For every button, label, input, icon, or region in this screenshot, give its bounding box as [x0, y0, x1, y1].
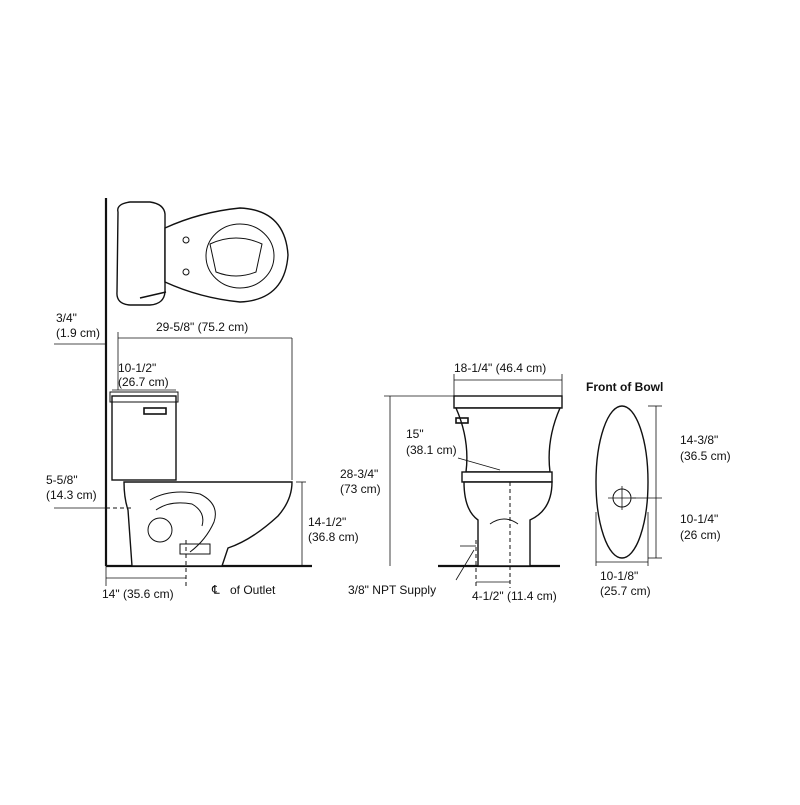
bowl-water-area [209, 237, 263, 277]
tank-top-outline [116, 201, 166, 306]
bowl-front-outline [463, 481, 553, 567]
seat-front [461, 471, 553, 483]
supply-leader [455, 549, 475, 581]
tank-lid-front [453, 395, 563, 409]
label-tank-width: 18-1/4" (46.4 cm) [454, 361, 546, 375]
centerline-symbol: ℄ [211, 583, 220, 597]
label-rim-height: 14-1/2" [308, 515, 346, 529]
label-bowl-width: 10-1/8" [600, 569, 638, 583]
bowl-side-outline [123, 481, 293, 567]
trap-bend [147, 517, 173, 543]
label-overall-height: 28-3/4" [340, 467, 378, 481]
label-tank-height-inner: 15" [406, 427, 424, 441]
flush-lever-front [455, 417, 469, 424]
label-supply-offset: 4-1/2" (11.4 cm) [472, 589, 557, 603]
tank-lid-side [109, 391, 179, 403]
bowl-front-contour [489, 518, 519, 525]
top-view [104, 198, 289, 566]
label-tank-height-inner-cm: (38.1 cm) [406, 443, 457, 457]
label-tank-depth-cm: (26.7 cm) [118, 375, 169, 389]
outlet-horn [179, 543, 211, 555]
label-supply-height-cm: (14.3 cm) [46, 488, 97, 502]
seat-bolt-left [182, 236, 190, 244]
label-bowl-length: 14-3/8" [680, 433, 718, 447]
trapway-inner [155, 502, 204, 527]
label-overall-length: 29-5/8" (75.2 cm) [156, 320, 248, 334]
front-view [384, 374, 563, 588]
label-bowl-to-outlet-cm: (26 cm) [680, 528, 721, 542]
seat-bolt-right [182, 268, 190, 276]
label-overall-height-cm: (73 cm) [340, 482, 381, 496]
label-rough-in: 14" (35.6 cm) [102, 587, 174, 601]
bowl-rim-outline [595, 405, 649, 559]
label-bowl-width-cm: (25.7 cm) [600, 584, 651, 598]
label-supply-height: 5-5/8" [46, 473, 78, 487]
heading-front-of-bowl: Front of Bowl [586, 380, 663, 394]
trapway-outer [149, 491, 216, 553]
bowl-top-outline [164, 207, 289, 303]
dim-tank-height-leader [457, 457, 501, 471]
label-supply: 3/8" NPT Supply [348, 583, 436, 597]
label-outlet: of Outlet [230, 583, 276, 597]
flush-lever-side [143, 407, 167, 415]
bowl-front-section [595, 405, 662, 566]
label-bowl-to-outlet: 10-1/4" [680, 512, 718, 526]
tank-front-outline [454, 407, 562, 473]
dimension-labels: 3/4" (1.9 cm) 29-5/8" (75.2 cm) 10-1/2" … [46, 311, 731, 603]
label-tank-depth: 10-1/2" [118, 361, 156, 375]
side-view [54, 332, 312, 586]
label-rim-height-cm: (36.8 cm) [308, 530, 359, 544]
label-wall-gap: 3/4" [56, 311, 77, 325]
flush-handle-top [139, 291, 167, 299]
label-bowl-length-cm: (36.5 cm) [680, 449, 731, 463]
bowl-inner-rim [205, 223, 275, 289]
label-wall-gap-cm: (1.9 cm) [56, 326, 100, 340]
